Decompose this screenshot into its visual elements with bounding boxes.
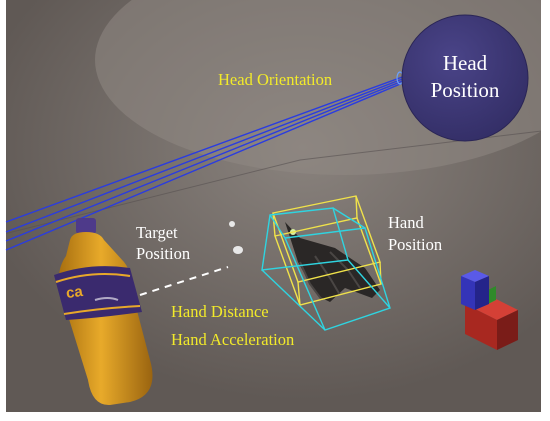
hand-distance-line [139,266,229,296]
target-position-line1: Target [136,223,178,242]
head-orientation-label: Head Orientation [218,70,333,89]
orientation-gizmo [461,270,518,350]
target-position-line2: Position [136,244,191,263]
frame-right [541,0,550,421]
orientation-rays [5,75,406,251]
frame-left [0,0,6,421]
hand-acceleration-label: Hand Acceleration [171,330,295,349]
hand-position-line1: Hand [388,213,424,232]
head-position-line2: Position [430,78,500,102]
hand-box-cyan [261,207,391,331]
head-position-label: Head Position [410,50,520,104]
target-point-small [229,221,235,227]
hand-box-yellow [272,195,382,306]
hand-position-line2: Position [388,235,443,254]
hand-position-label: Hand Position [388,212,442,256]
bottle-brand-text: ca [64,282,84,303]
hand-distance-label: Hand Distance [171,302,269,321]
target-point-large [233,246,243,254]
bottle-object [54,218,153,406]
head-sphere [401,14,529,142]
target-position-label: Target Position [136,222,190,264]
head-position-line1: Head [442,51,488,75]
frame-bottom [0,412,550,421]
